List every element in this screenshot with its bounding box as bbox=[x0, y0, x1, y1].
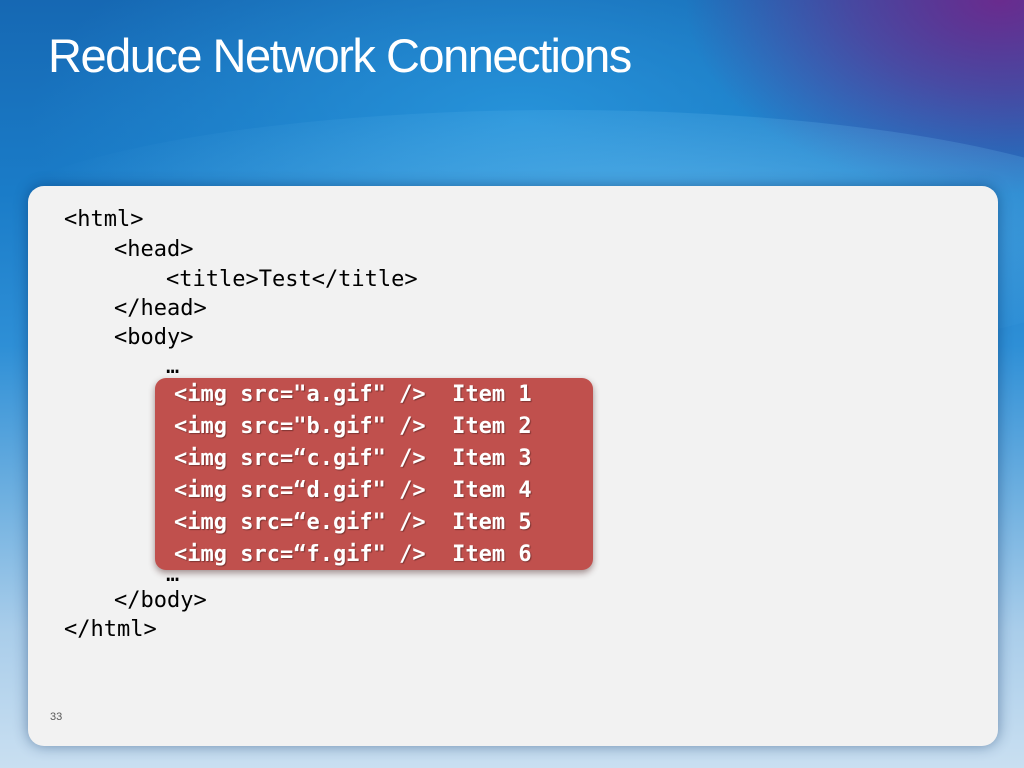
highlighted-line-item-3: <img src=“c.gif" /> Item 3 bbox=[174, 446, 532, 471]
code-line-ellipsis-bottom: … bbox=[166, 562, 180, 587]
highlighted-line-item-1: <img src="a.gif" /> Item 1 bbox=[174, 382, 532, 407]
slide-title: Reduce Network Connections bbox=[48, 29, 632, 82]
code-line-head-open: <head> bbox=[114, 237, 194, 262]
highlighted-line-item-5: <img src=“e.gif" /> Item 5 bbox=[174, 510, 532, 535]
highlight-box bbox=[155, 378, 593, 570]
code-line-head-close: </head> bbox=[114, 296, 207, 321]
code-line-body-close: </body> bbox=[114, 588, 207, 613]
page-number: 33 bbox=[50, 711, 63, 723]
highlighted-line-item-4: <img src=“d.gif" /> Item 4 bbox=[174, 478, 532, 503]
code-line-html-open: <html> bbox=[64, 207, 144, 232]
code-line-title: <title>Test</title> bbox=[166, 267, 418, 292]
highlighted-line-item-6: <img src=“f.gif" /> Item 6 bbox=[174, 542, 532, 567]
code-line-html-close: </html> bbox=[64, 617, 157, 642]
code-line-ellipsis-top: … bbox=[166, 354, 180, 379]
code-line-body-open: <body> bbox=[114, 325, 194, 350]
highlighted-line-item-2: <img src="b.gif" /> Item 2 bbox=[174, 414, 532, 439]
